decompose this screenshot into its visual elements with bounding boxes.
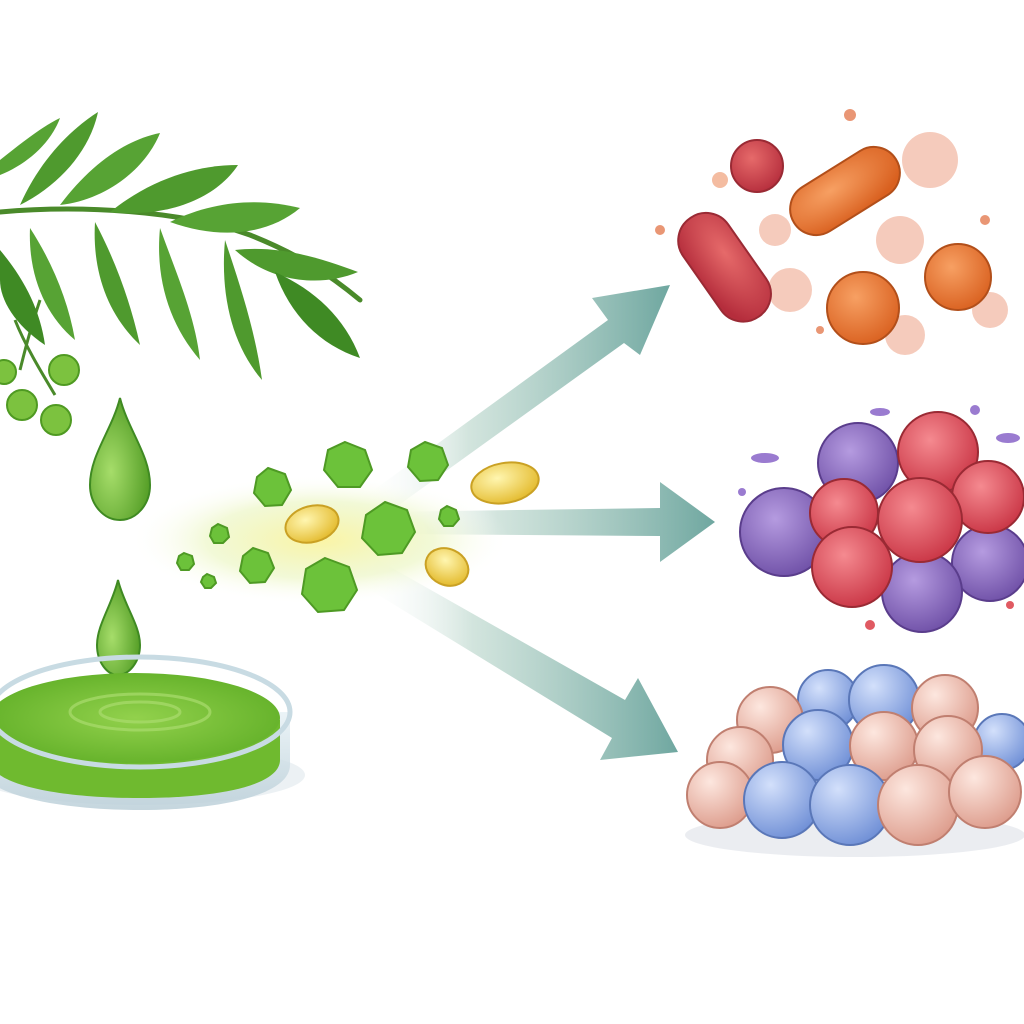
tumor-cell-cluster (738, 405, 1024, 633)
leaf-group (0, 112, 360, 380)
red-rod-bacterium (677, 211, 772, 323)
red-tumor-cell (811, 526, 893, 608)
orange-rod-bacterium (789, 145, 901, 237)
green-hexagon-compound (175, 440, 461, 614)
compound-stream (130, 440, 540, 614)
pink-cell (877, 764, 959, 846)
tumor-debris (738, 405, 1020, 630)
red-coccus (730, 139, 784, 193)
arrow-to-cancer-cells (380, 482, 715, 562)
neem-leaf-branch (0, 112, 363, 436)
bacteria-target (655, 109, 1008, 355)
purple-tumor-cell (881, 551, 963, 633)
yellow-capsule-compound (284, 461, 540, 587)
blue-cell (743, 761, 821, 839)
orange-coccus (826, 271, 900, 345)
petri-dish (0, 654, 305, 810)
bacteria-debris (655, 109, 1008, 355)
extract-droplet-upper (88, 397, 152, 522)
pink-cell (686, 761, 754, 829)
healthy-cell-cluster (685, 664, 1024, 857)
orange-coccus (924, 243, 992, 311)
berry-cluster (0, 319, 80, 436)
pink-cell (948, 755, 1022, 829)
arrow-to-healthy-cells (362, 560, 678, 760)
red-tumor-cell (877, 477, 963, 563)
